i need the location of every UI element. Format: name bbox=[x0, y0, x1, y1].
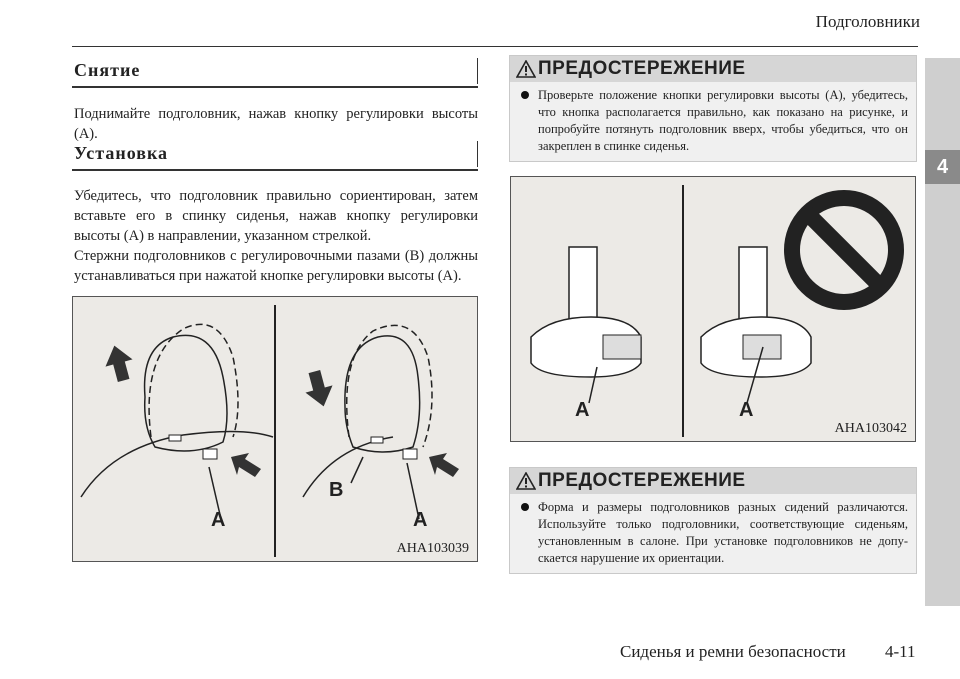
prohibited-icon bbox=[784, 190, 904, 310]
bullet-icon bbox=[521, 91, 529, 99]
headrest-orientation-illustration bbox=[530, 185, 812, 437]
page-header-title: Подголовники bbox=[815, 12, 920, 31]
warning-triangle-icon bbox=[516, 472, 536, 490]
figure-id-left: AHA103039 bbox=[394, 541, 471, 557]
installation-heading-box: Установка bbox=[72, 139, 478, 171]
headrest-install-illustration bbox=[80, 305, 459, 557]
warning-body: Проверьте положение кнопки регулировки в… bbox=[510, 82, 916, 161]
installation-text-1: Убедитесь, что подголовник правильно сор… bbox=[74, 188, 478, 244]
chapter-number-tab: 4 bbox=[925, 150, 960, 184]
bullet-icon bbox=[521, 503, 529, 511]
warning-title: ПРЕДОСТЕРЕЖЕНИЕ bbox=[538, 58, 746, 79]
warning-header: ПРЕДОСТЕРЕЖЕНИЕ bbox=[510, 56, 916, 82]
warning-title: ПРЕДОСТЕРЕЖЕНИЕ bbox=[538, 470, 746, 491]
warning-triangle-icon bbox=[516, 60, 536, 78]
headrest-orientation-figure: A A AHA103042 bbox=[510, 176, 916, 442]
headrest-install-figure: A A B AHA103039 bbox=[72, 296, 478, 562]
figure-id-right: AHA103042 bbox=[832, 421, 909, 437]
warning-text: Форма и размеры подголовников разных сид… bbox=[538, 500, 908, 565]
label-a-left: A bbox=[575, 399, 590, 421]
label-b: B bbox=[329, 479, 344, 501]
label-a-left: A bbox=[211, 509, 226, 531]
footer-section-title: Сиденья и ремни безопасности bbox=[620, 642, 846, 661]
warning-body: Форма и размеры подголовников разных сид… bbox=[510, 494, 916, 573]
header-rule bbox=[72, 46, 918, 47]
heading-divider bbox=[477, 141, 478, 167]
installation-heading: Установка bbox=[74, 143, 169, 163]
page-number: 4-11 bbox=[885, 642, 916, 661]
warning-box-2: ПРЕДОСТЕРЕЖЕНИЕ Форма и размеры подголов… bbox=[509, 467, 917, 574]
chapter-side-tab bbox=[925, 58, 960, 606]
heading-divider bbox=[477, 58, 478, 84]
label-a-right: A bbox=[413, 509, 428, 531]
warning-header: ПРЕДОСТЕРЕЖЕНИЕ bbox=[510, 468, 916, 494]
label-a-right: A bbox=[739, 399, 754, 421]
installation-text-2: Стержни подголовников с регулировочными … bbox=[74, 248, 478, 284]
removal-heading-box: Снятие bbox=[72, 56, 478, 88]
removal-heading: Снятие bbox=[74, 60, 141, 80]
warning-box-1: ПРЕДОСТЕРЕЖЕНИЕ Проверьте положение кноп… bbox=[509, 55, 917, 162]
warning-text: Проверьте положение кнопки регулировки в… bbox=[538, 88, 908, 153]
removal-text: Поднимайте подголовник, нажав кнопку рег… bbox=[74, 106, 478, 142]
